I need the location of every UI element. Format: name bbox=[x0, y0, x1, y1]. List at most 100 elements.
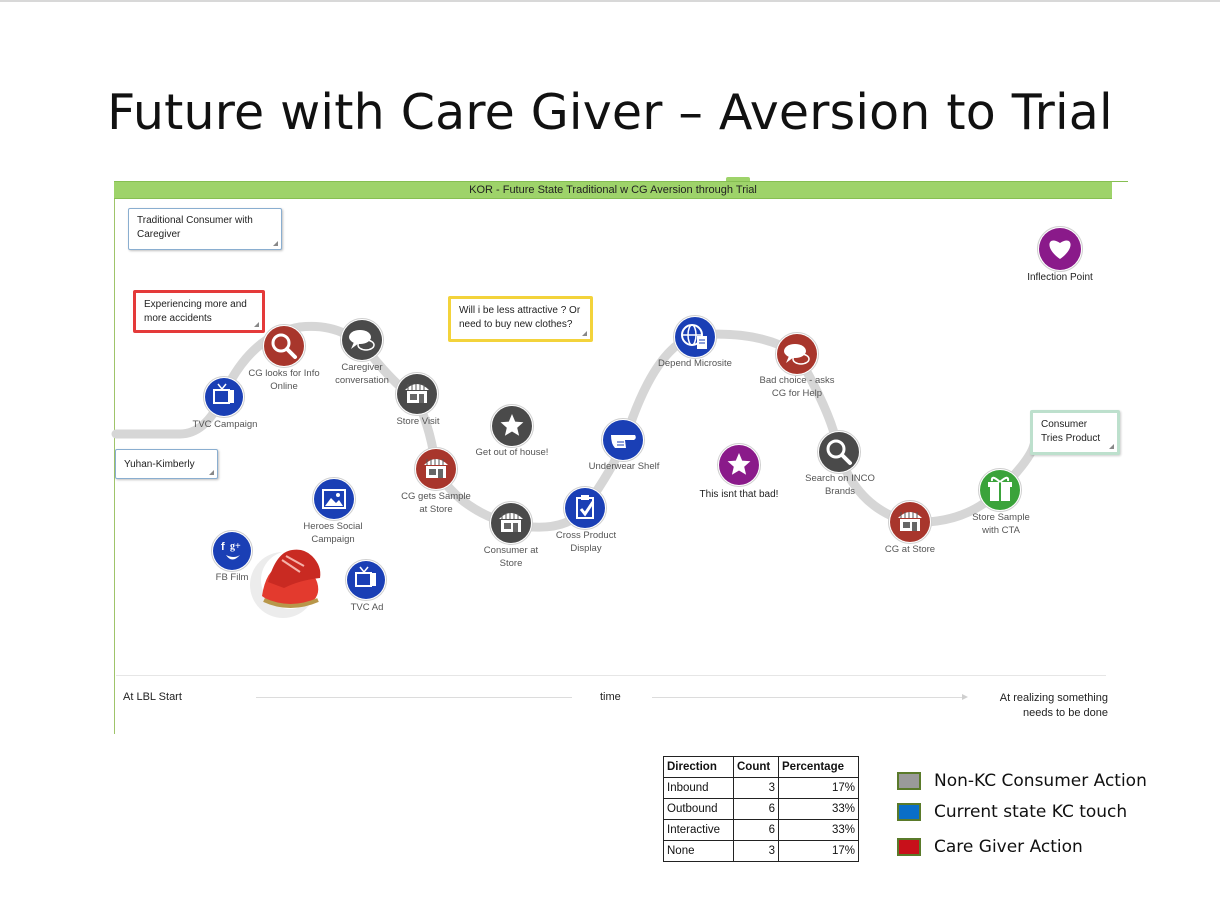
clipboard-check-icon bbox=[576, 495, 595, 519]
row-percentage: 17% bbox=[778, 777, 859, 799]
accidents-note[interactable]: Experiencing more and more accidents bbox=[133, 290, 265, 333]
row-count: 6 bbox=[733, 819, 779, 841]
name-note[interactable]: Yuhan-Kimberly bbox=[115, 449, 218, 479]
svg-text:g+: g+ bbox=[230, 541, 241, 552]
row-count: 6 bbox=[733, 798, 779, 820]
search-icon bbox=[271, 333, 297, 359]
journey-node[interactable] bbox=[1037, 226, 1083, 272]
tv-icon bbox=[213, 383, 234, 404]
row-direction: Inbound bbox=[663, 777, 734, 799]
journey-node-label: TVC Ad bbox=[350, 602, 384, 613]
resize-grip-icon[interactable] bbox=[1109, 444, 1114, 449]
journey-node[interactable] bbox=[775, 332, 819, 376]
journey-node[interactable] bbox=[888, 500, 932, 544]
title-bar-extension bbox=[1110, 181, 1128, 182]
journey-node[interactable] bbox=[673, 315, 717, 359]
shoe-photo bbox=[261, 549, 321, 609]
accidents-note-text: Experiencing more and more accidents bbox=[144, 299, 247, 324]
legend-swatch bbox=[897, 772, 921, 790]
legend-swatch bbox=[897, 803, 921, 821]
resize-grip-icon[interactable] bbox=[209, 470, 214, 475]
axis-line-left bbox=[256, 697, 572, 698]
name-note-text: Yuhan-Kimberly bbox=[124, 459, 195, 470]
search-icon bbox=[826, 439, 852, 465]
row-direction: Outbound bbox=[663, 798, 734, 820]
star-icon bbox=[500, 414, 524, 436]
frame-left-border bbox=[114, 182, 115, 734]
journey-node-label: Inflection Point bbox=[1027, 272, 1093, 283]
axis-line-right bbox=[652, 697, 962, 698]
header-direction: Direction bbox=[663, 756, 734, 778]
journey-node[interactable] bbox=[203, 376, 245, 418]
journey-node[interactable] bbox=[345, 559, 387, 601]
header-percentage: Percentage bbox=[778, 756, 859, 778]
resize-grip-icon[interactable] bbox=[254, 322, 259, 327]
diagram-bottom-rule bbox=[116, 675, 1106, 676]
resize-grip-icon[interactable] bbox=[273, 241, 278, 246]
journey-node[interactable] bbox=[717, 443, 761, 487]
social-icon: f g+ bbox=[221, 541, 241, 560]
journey-node[interactable] bbox=[262, 324, 306, 368]
journey-node-label: This isnt that bad! bbox=[699, 489, 779, 500]
legend-label: Current state KC touch bbox=[934, 802, 1128, 822]
journey-node[interactable] bbox=[601, 418, 645, 462]
row-direction: None bbox=[663, 840, 734, 862]
top-rule bbox=[0, 0, 1220, 2]
journey-node-label: Store Visit bbox=[396, 416, 440, 427]
attractive-note[interactable]: Will i be less attractive ? Or need to b… bbox=[448, 296, 593, 342]
chat-bubbles-icon bbox=[784, 344, 810, 365]
heart-icon bbox=[1049, 240, 1071, 259]
diagram-title-bar: KOR - Future State Traditional w CG Aver… bbox=[114, 181, 1112, 199]
axis-arrow-icon bbox=[962, 694, 968, 700]
axis-start-label: At LBL Start bbox=[123, 691, 182, 703]
journey-node-label: Underwear Shelf bbox=[588, 461, 660, 472]
star-icon bbox=[727, 453, 751, 475]
pointing-hand-icon bbox=[611, 435, 636, 448]
direction-stats-table: Direction Count Percentage Inbound 3 17%… bbox=[663, 756, 859, 862]
journey-node[interactable] bbox=[978, 468, 1022, 512]
tv-icon bbox=[355, 566, 376, 587]
journey-node[interactable] bbox=[489, 501, 533, 545]
journey-node[interactable] bbox=[340, 318, 384, 362]
journey-node-label: Depend Microsite bbox=[658, 358, 732, 369]
persona-note[interactable]: Traditional Consumer with Caregiver bbox=[128, 208, 282, 250]
row-percentage: 33% bbox=[778, 798, 859, 820]
journey-node[interactable] bbox=[817, 430, 861, 474]
image-icon bbox=[322, 489, 346, 509]
table-row: Inbound 3 17% bbox=[663, 777, 859, 799]
title-bar-nub bbox=[726, 177, 750, 181]
legend-label: Non-KC Consumer Action bbox=[934, 771, 1147, 791]
web-page-icon bbox=[681, 324, 707, 349]
legend-label: Care Giver Action bbox=[934, 837, 1083, 857]
journey-node[interactable] bbox=[563, 486, 607, 530]
journey-node[interactable] bbox=[414, 447, 458, 491]
row-percentage: 33% bbox=[778, 819, 859, 841]
journey-node-label: Get out of house! bbox=[475, 447, 549, 458]
axis-end-label: At realizing something needs to be done bbox=[970, 691, 1108, 721]
header-count: Count bbox=[733, 756, 779, 778]
axis-end-line1: At realizing something bbox=[999, 692, 1108, 704]
table-row: Outbound 6 33% bbox=[663, 798, 859, 820]
tries-product-note[interactable]: Consumer Tries Product bbox=[1030, 410, 1120, 455]
journey-node[interactable]: f g+ bbox=[211, 530, 253, 572]
row-percentage: 17% bbox=[778, 840, 859, 862]
row-count: 3 bbox=[733, 777, 779, 799]
store-icon bbox=[424, 459, 448, 478]
journey-node[interactable] bbox=[395, 372, 439, 416]
journey-node[interactable] bbox=[490, 404, 534, 448]
journey-node[interactable] bbox=[312, 477, 356, 521]
legend-swatch bbox=[897, 838, 921, 856]
resize-grip-icon[interactable] bbox=[582, 331, 587, 336]
table-row: Interactive 6 33% bbox=[663, 819, 859, 841]
store-icon bbox=[898, 512, 922, 531]
svg-text:f: f bbox=[221, 541, 225, 553]
